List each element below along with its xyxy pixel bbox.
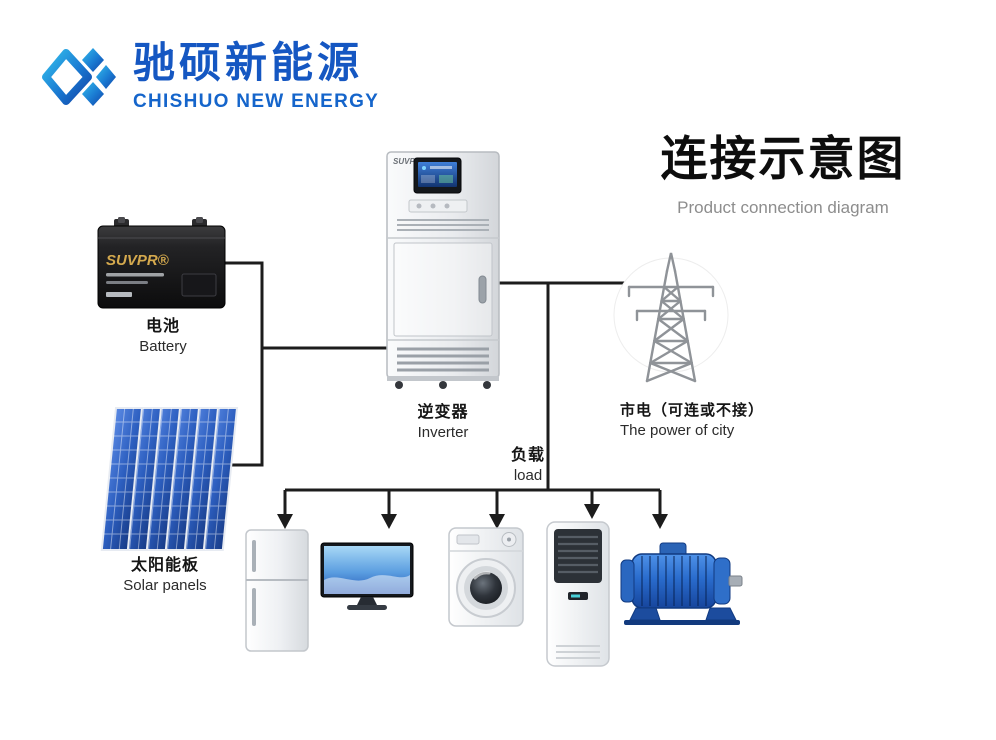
battery-label-cn: 电池 xyxy=(145,318,180,335)
brand-name-cn: 驰硕新能源 xyxy=(133,39,364,87)
city-power-label: 市电（可连或不接） The power of city xyxy=(620,399,810,439)
arrow-refrigerator xyxy=(277,514,293,529)
arrow-motor xyxy=(652,514,668,529)
page-title: 连接示意图 xyxy=(660,132,906,185)
refrigerator-icon xyxy=(245,529,309,652)
air-conditioner-icon xyxy=(546,521,610,667)
battery-image: SUVPR® xyxy=(97,217,226,309)
inverter-brand-text: SUVPR xyxy=(393,157,421,166)
inverter-image: SUVPR xyxy=(386,151,500,389)
city-power-label-en: The power of city xyxy=(620,422,735,439)
brand-name-en: CHISHUO NEW ENERGY xyxy=(133,90,380,112)
arrow-washer xyxy=(489,514,505,529)
power-tower-image xyxy=(613,252,729,383)
washing-machine-icon xyxy=(448,527,524,627)
load-label: 负载 load xyxy=(495,441,561,484)
solar-panels-label: 太阳能板 Solar panels xyxy=(86,551,244,594)
battery-label-en: Battery xyxy=(139,338,187,355)
computer-monitor-icon xyxy=(320,542,414,610)
battery-label: 电池 Battery xyxy=(88,312,238,355)
load-label-en: load xyxy=(513,467,543,484)
inverter-label-cn: 逆变器 xyxy=(417,404,469,421)
page-subtitle: Product connection diagram xyxy=(677,198,889,217)
electric-motor-icon xyxy=(620,542,743,625)
load-label-cn: 负载 xyxy=(510,447,545,464)
title-block: 连接示意图 Product connection diagram xyxy=(652,120,914,218)
arrow-ac xyxy=(584,504,600,519)
inverter-label: 逆变器 Inverter xyxy=(377,398,509,441)
solar-panels-image xyxy=(100,406,239,552)
wire-battery-to-trunk xyxy=(222,261,264,467)
city-power-label-cn: 市电（可连或不接） xyxy=(620,402,765,419)
arrow-monitor xyxy=(381,514,397,529)
solar-panels-label-en: Solar panels xyxy=(123,577,207,594)
brand-logo: 驰硕新能源 CHISHUO NEW ENERGY xyxy=(40,36,379,118)
inverter-label-en: Inverter xyxy=(417,424,469,441)
solar-panels-label-cn: 太阳能板 xyxy=(130,557,199,574)
brand-logo-icon xyxy=(42,48,116,106)
battery-brand-text: SUVPR® xyxy=(106,252,170,269)
